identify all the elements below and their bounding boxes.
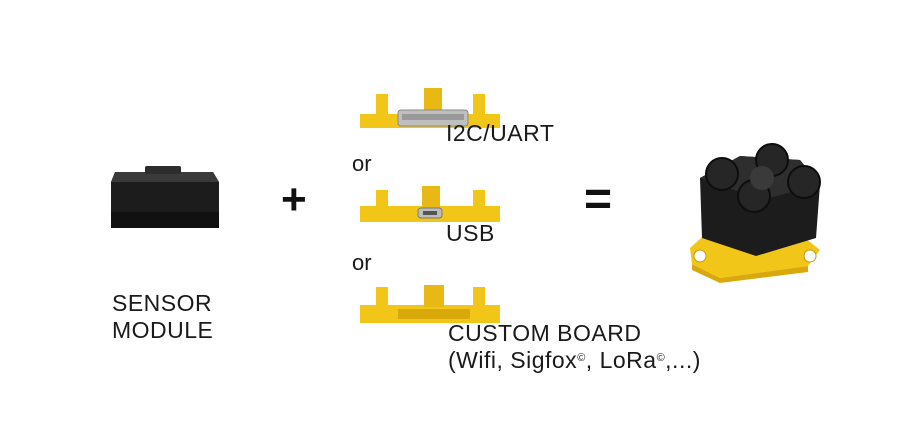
- custom-board-title: CUSTOM BOARD: [448, 320, 642, 346]
- sensor-module-image: [111, 166, 219, 228]
- sensor-module-label: SENSOR MODULE: [112, 290, 213, 344]
- option-label-usb: USB: [446, 220, 495, 246]
- equals-operator: =: [584, 173, 613, 226]
- custom-board-image: [360, 285, 500, 323]
- plus-operator: +: [281, 175, 307, 224]
- custom-board-sublabel-c: ,...): [665, 347, 701, 373]
- sensor-label-line2: MODULE: [112, 317, 214, 343]
- custom-board-sublabel: (Wifi, Sigfox©, LoRa©,...): [448, 347, 701, 374]
- custom-board-sublabel-b: , LoRa: [585, 347, 657, 373]
- copyright-mark-2: ©: [656, 352, 666, 364]
- custom-board-sublabel-a: (Wifi, Sigfox: [448, 347, 578, 373]
- copyright-mark-1: ©: [577, 352, 586, 364]
- option-label-custom-board: CUSTOM BOARD (Wifi, Sigfox©, LoRa©,...): [448, 320, 701, 374]
- sensor-label-line1: SENSOR: [112, 290, 213, 316]
- assembled-sensor-image: [690, 143, 821, 283]
- usb-board-image: [360, 186, 500, 222]
- i2c-uart-board-image: [360, 88, 500, 128]
- or-separator-2: or: [352, 250, 372, 275]
- or-separator-1: or: [352, 151, 372, 176]
- option-label-i2c-uart: I2C/UART: [446, 120, 555, 146]
